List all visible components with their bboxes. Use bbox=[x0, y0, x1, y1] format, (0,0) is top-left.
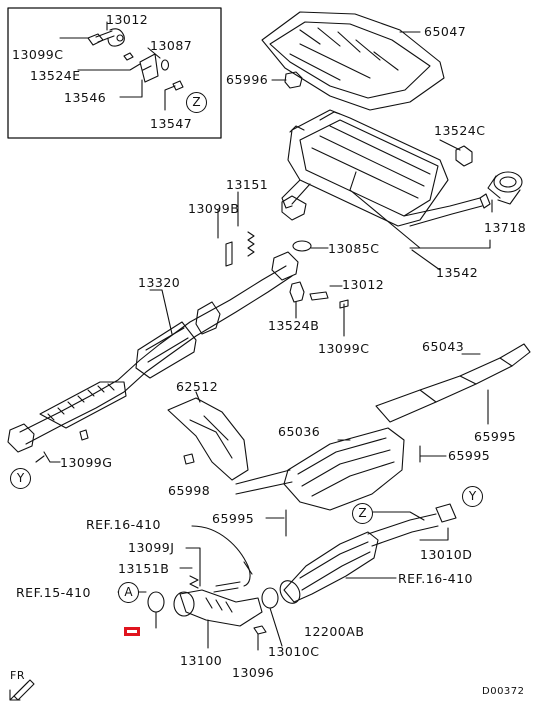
label-13085e-highlighted[interactable] bbox=[124, 627, 140, 636]
leader bbox=[164, 85, 176, 111]
leader bbox=[185, 547, 201, 587]
connector-z-top[interactable]: Z bbox=[186, 92, 207, 113]
label-13320[interactable]: 13320 bbox=[138, 275, 181, 290]
leader bbox=[35, 455, 45, 463]
main-muffler-13542 bbox=[281, 109, 491, 227]
tail-pipe-13718 bbox=[487, 171, 523, 205]
gasket-13085c bbox=[292, 240, 312, 252]
flange bbox=[281, 195, 307, 221]
connector-z-mid[interactable]: Z bbox=[352, 503, 373, 524]
label-13099j[interactable]: 13099J bbox=[128, 540, 175, 555]
diagram-id: D00372 bbox=[482, 686, 525, 697]
leader bbox=[147, 47, 161, 59]
label-13099g[interactable]: 13099G bbox=[60, 455, 113, 470]
label-65998[interactable]: 65998 bbox=[168, 483, 211, 498]
label-13099c[interactable]: 13099C bbox=[12, 47, 64, 62]
rubber-13524b bbox=[289, 281, 305, 303]
label-65996[interactable]: 65996 bbox=[226, 72, 269, 87]
label-62512[interactable]: 62512 bbox=[176, 379, 219, 394]
label-13546[interactable]: 13546 bbox=[64, 90, 107, 105]
leader bbox=[195, 391, 201, 403]
bracket-62512 bbox=[167, 397, 249, 481]
leader bbox=[119, 79, 143, 98]
bolt-65995-2 bbox=[419, 445, 447, 463]
label-13012-mid[interactable]: 13012 bbox=[342, 277, 385, 292]
heat-shield-65043 bbox=[375, 343, 531, 423]
leader bbox=[411, 249, 441, 271]
ref-line bbox=[243, 561, 253, 575]
label-13524b[interactable]: 13524B bbox=[268, 318, 320, 333]
front-arrow-icon bbox=[9, 679, 35, 701]
label-65047[interactable]: 65047 bbox=[424, 24, 467, 39]
nut-13096 bbox=[253, 625, 267, 635]
label-13085c[interactable]: 13085C bbox=[328, 241, 380, 256]
connector-y-left[interactable]: Y bbox=[10, 468, 31, 489]
label-13100[interactable]: 13100 bbox=[180, 653, 223, 668]
bolt-65998 bbox=[183, 453, 195, 465]
label-13099c-mid[interactable]: 13099C bbox=[318, 341, 370, 356]
label-13099b[interactable]: 13099B bbox=[188, 201, 240, 216]
leader bbox=[269, 607, 283, 647]
bolt-13099b bbox=[225, 241, 233, 267]
spring-13151b bbox=[189, 575, 199, 589]
label-65995-right[interactable]: 65995 bbox=[474, 429, 517, 444]
gasket-13085e bbox=[147, 591, 165, 613]
label-13096[interactable]: 13096 bbox=[232, 665, 275, 680]
label-13718[interactable]: 13718 bbox=[484, 220, 527, 235]
rubber-13524c bbox=[455, 145, 473, 167]
label-65995-b[interactable]: 65995 bbox=[212, 511, 255, 526]
label-13542[interactable]: 13542 bbox=[436, 265, 479, 280]
clip-65996 bbox=[284, 71, 303, 89]
bolt-13099j bbox=[213, 581, 241, 593]
leader bbox=[149, 289, 173, 335]
leader bbox=[419, 527, 449, 541]
leader bbox=[77, 63, 141, 71]
inset-box bbox=[7, 7, 222, 139]
center-pipe-13320 bbox=[7, 251, 299, 453]
bolt-13099g bbox=[79, 429, 89, 441]
leader bbox=[439, 139, 461, 151]
ref-line bbox=[191, 525, 251, 587]
leader bbox=[43, 451, 61, 463]
connector-a[interactable]: A bbox=[118, 582, 139, 603]
leader bbox=[367, 511, 425, 521]
ref-15-410[interactable]: REF.15-410 bbox=[16, 585, 92, 600]
ref-16-410-bottom[interactable]: REF.16-410 bbox=[398, 571, 474, 586]
label-13012[interactable]: 13012 bbox=[106, 12, 149, 27]
label-13151b[interactable]: 13151B bbox=[118, 561, 170, 576]
connector-y-right[interactable]: Y bbox=[462, 486, 483, 507]
label-13524c[interactable]: 13524C bbox=[434, 123, 486, 138]
ref-16-410-top[interactable]: REF.16-410 bbox=[86, 517, 162, 532]
heat-shield-65047 bbox=[261, 11, 445, 111]
front-catalyst-12200ab bbox=[279, 503, 457, 604]
inset-hanger-assembly bbox=[87, 28, 184, 91]
bolt-13099c bbox=[339, 299, 349, 337]
leader bbox=[409, 239, 491, 249]
fr-label: FR bbox=[10, 669, 25, 682]
label-13547[interactable]: 13547 bbox=[150, 116, 193, 131]
label-13087[interactable]: 13087 bbox=[150, 38, 193, 53]
label-13010d[interactable]: 13010D bbox=[420, 547, 473, 562]
leader bbox=[349, 171, 421, 249]
heat-shield-65036 bbox=[235, 427, 405, 511]
gasket-13010c bbox=[261, 587, 279, 609]
spring-13151 bbox=[247, 231, 255, 257]
label-13151[interactable]: 13151 bbox=[226, 177, 269, 192]
label-12200ab[interactable]: 12200AB bbox=[304, 624, 365, 639]
label-13524e[interactable]: 13524E bbox=[30, 68, 81, 83]
label-65036[interactable]: 65036 bbox=[278, 424, 321, 439]
label-13010c[interactable]: 13010C bbox=[268, 644, 320, 659]
bracket-13012 bbox=[309, 291, 329, 301]
front-pipe-13100 bbox=[173, 589, 263, 627]
label-65995-a[interactable]: 65995 bbox=[448, 448, 491, 463]
label-65043[interactable]: 65043 bbox=[422, 339, 465, 354]
